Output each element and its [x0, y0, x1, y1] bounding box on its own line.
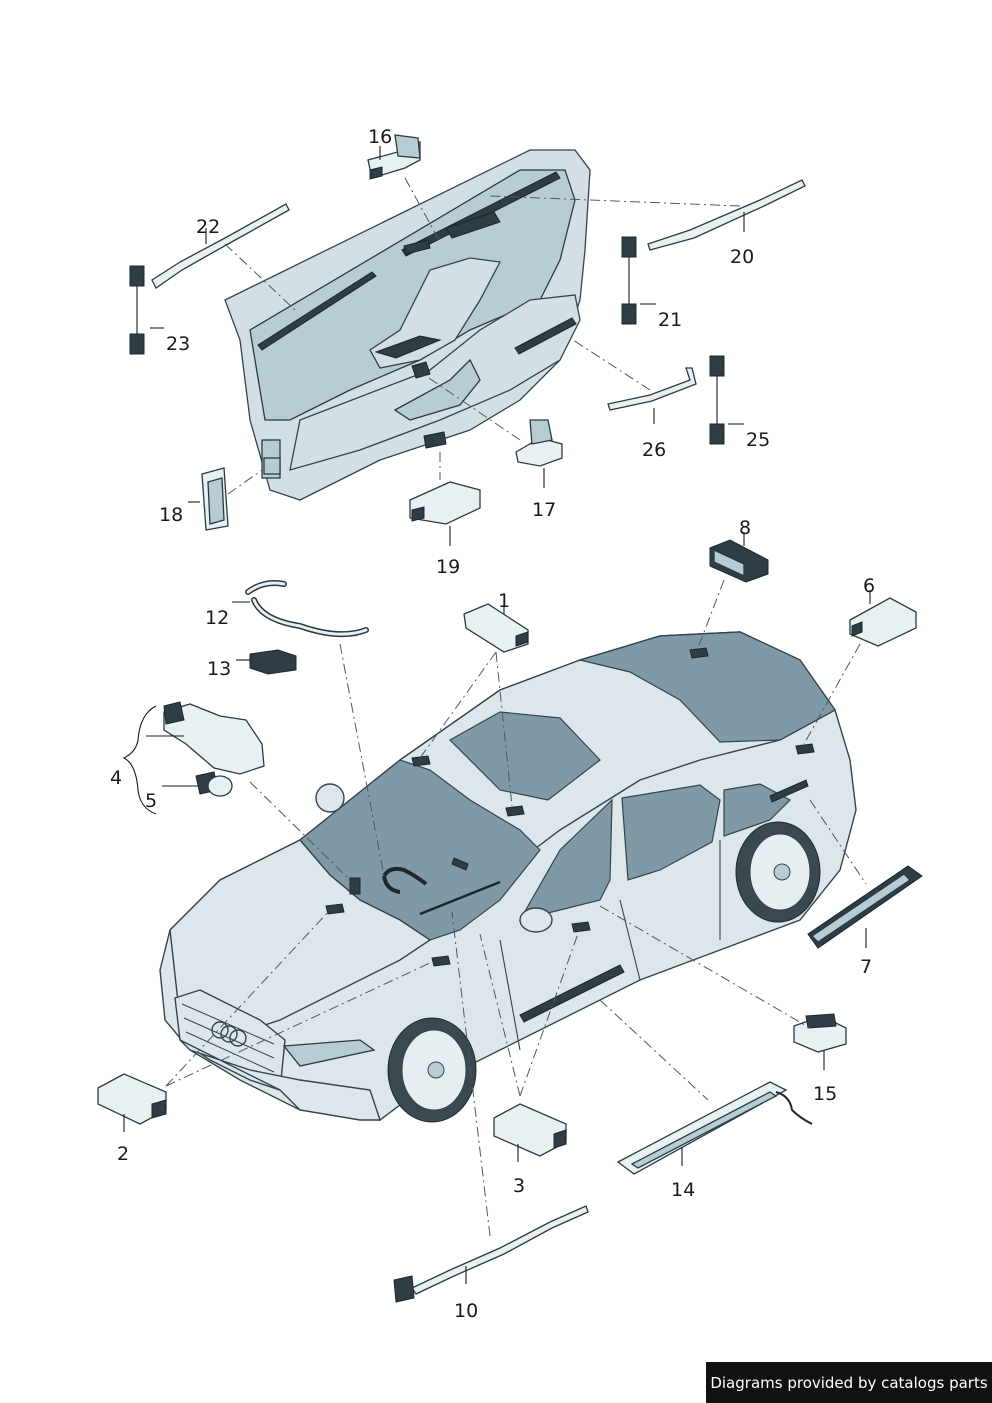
callout-17: 17 — [532, 499, 557, 521]
part-10-light-strip — [393, 1205, 589, 1303]
callout-20: 20 — [730, 246, 755, 268]
part-21-connector-cable — [621, 236, 637, 325]
callout-8: 8 — [739, 517, 752, 539]
attribution-text: Diagrams provided by catalogs parts — [710, 1373, 988, 1392]
part-5-bulb — [195, 771, 233, 797]
part-2-lamp — [97, 1073, 167, 1125]
part-20-light-strip — [647, 179, 806, 251]
car-body — [159, 631, 857, 1123]
part-25-connector-cable — [709, 355, 725, 445]
callout-13: 13 — [207, 658, 232, 680]
callout-25: 25 — [746, 429, 771, 451]
door-leader-lines — [150, 146, 745, 546]
callout-7: 7 — [860, 956, 873, 978]
part-7-sill-strip — [807, 865, 923, 949]
car-leader-lines — [122, 532, 871, 1284]
attribution-footer: Diagrams provided by catalogs parts — [706, 1362, 992, 1403]
callout-26: 26 — [642, 439, 667, 461]
callout-10: 10 — [454, 1300, 479, 1322]
callout-19: 19 — [436, 556, 461, 578]
callout-23: 23 — [166, 333, 191, 355]
part-22-light-strip — [151, 203, 290, 289]
part-17-lamp — [515, 419, 563, 467]
callout-3: 3 — [513, 1175, 526, 1197]
callout-18: 18 — [159, 504, 184, 526]
part-26-light-strip — [607, 367, 697, 411]
callout-14: 14 — [671, 1179, 696, 1201]
callout-15: 15 — [813, 1083, 838, 1105]
callout-21: 21 — [658, 309, 683, 331]
part-4-lamp-housing — [163, 701, 265, 775]
part-3-lamp — [493, 1103, 567, 1157]
part-1-interior-lamp — [463, 603, 529, 653]
part-12-light-guide — [245, 580, 369, 638]
part-15-lamp — [793, 1013, 847, 1053]
part-23-connector-cable — [129, 265, 145, 355]
callout-22: 22 — [196, 216, 221, 238]
callout-1: 1 — [498, 590, 511, 612]
callout-4: 4 — [110, 767, 123, 789]
callout-2: 2 — [117, 1143, 130, 1165]
part-6-lamp — [849, 597, 917, 647]
callout-12: 12 — [205, 607, 230, 629]
callout-5: 5 — [145, 790, 158, 812]
part-14-sill-strip — [616, 1081, 813, 1175]
part-19-lamp — [409, 481, 481, 525]
part-18-lamp — [201, 467, 229, 531]
part-16-switch — [367, 134, 421, 180]
callout-16: 16 — [368, 126, 393, 148]
part-8-lamp — [709, 539, 769, 583]
callout-6: 6 — [863, 575, 876, 597]
part-13-connector — [249, 649, 297, 675]
